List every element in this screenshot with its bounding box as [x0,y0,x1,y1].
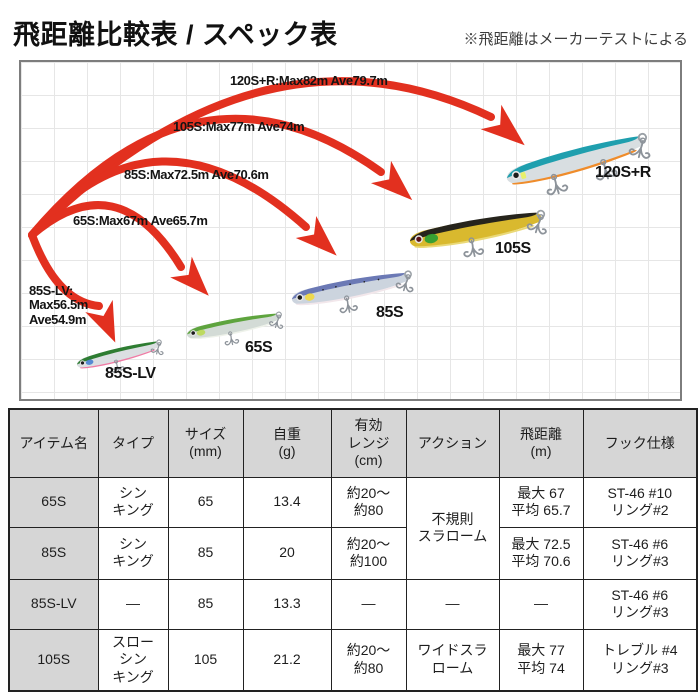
cell-range: ― [330,578,407,630]
lure-name-105s: 105S [495,240,531,257]
cell-weight: 13.4 [242,476,332,528]
arrowhead-85s-lv [85,299,116,343]
lure-name-85s-lv: 85S-LV [105,365,156,382]
cell-range: 約20〜 約100 [330,526,407,580]
cell-name: 85S [8,526,99,580]
arrowhead-85s [295,216,337,256]
cell-size: 105 [167,628,244,692]
cell-action: ワイドスラ ローム [405,628,500,692]
cell-type: シン キング [97,476,169,528]
cell-hook: ST-46 #6 リング#3 [582,526,698,580]
col-header-hook: フック仕様 [582,408,698,478]
lure-85s [291,270,418,315]
lure-name-85s: 85S [376,304,404,321]
arrowhead-105s [370,160,413,201]
arrowhead-120s-r [480,104,525,146]
cell-type: ― [97,578,169,630]
arrow-label-85s: 85S:Max72.5m Ave70.6m [124,167,269,182]
col-header-size: サイズ (mm) [167,408,244,478]
cell-distance: 最大 67 平均 65.7 [498,476,584,528]
cell-distance: 最大 77 平均 74 [498,628,584,692]
table-row-85s-lv: 85S-LV ― 85 13.3 ― ― ― ST-46 #6 リング#3 [8,578,698,630]
cell-type: シン キング [97,526,169,580]
cast-arrow-85s-lv [28,231,103,310]
cell-action: ― [405,578,500,630]
cell-hook: ST-46 #10 リング#2 [582,476,698,528]
cell-weight: 21.2 [242,628,332,692]
lure-85s-lv [76,339,167,374]
lure-name-120s-r: 120S+R [595,164,651,181]
arrow-label-65s: 65S:Max67m Ave65.7m [73,213,208,228]
cell-size: 85 [167,526,244,580]
cell-distance: 最大 72.5 平均 70.6 [498,526,584,580]
col-header-item: アイテム名 [8,408,99,478]
cell-hook: トレブル #4 リング#3 [582,628,698,692]
arrowhead-65s [170,256,209,296]
disclaimer-note: ※飛距離はメーカーテストによる [463,31,688,48]
spec-table-header-row: アイテム名 タイプ サイズ (mm) 自重 (g) 有効 レンジ (cm) アク… [8,408,698,478]
spec-table: アイテム名 タイプ サイズ (mm) 自重 (g) 有効 レンジ (cm) アク… [8,408,698,692]
lure-120s-r [506,132,655,197]
col-header-action: アクション [405,408,500,478]
cast-arrow-65s [28,201,185,271]
table-row-105s: 105S スロー シン キング 105 21.2 約20〜 約80 ワイドスラ … [8,628,698,692]
arrow-label-120s-r: 120S+R:Max82m Ave79.7m [230,73,388,88]
page-title: 飛距離比較表 / スペック表 [13,20,338,50]
cell-weight: 20 [242,526,332,580]
col-header-weight: 自重 (g) [242,408,332,478]
cell-size: 65 [167,476,244,528]
cast-arrows [28,77,525,343]
lure-65s [186,311,287,347]
col-header-distance: 飛距離 (m) [498,408,584,478]
cell-range: 約20〜 約80 [330,628,407,692]
lure-name-65s: 65S [245,339,273,356]
cell-type: スロー シン キング [97,628,169,692]
lure-105s [409,209,552,259]
cell-distance: ― [498,578,584,630]
arrow-label-105s: 105S:Max77m Ave74m [173,119,305,134]
cell-range: 約20〜 約80 [330,476,407,528]
table-row-85s: 85S シン キング 85 20 約20〜 約100 最大 72.5 平均 70… [8,526,698,580]
cell-hook: ST-46 #6 リング#3 [582,578,698,630]
cast-arrow-120s-r [28,77,495,239]
cell-action-merged: 不規則 スラローム [405,476,500,580]
col-header-type: タイプ [97,408,169,478]
cell-size: 85 [167,578,244,630]
cell-name: 65S [8,476,99,528]
cell-weight: 13.3 [242,578,332,630]
cast-arrow-85s [28,157,310,239]
cast-distance-diagram: 120S+R:Max82m Ave79.7m 105S:Max77m Ave74… [19,60,682,401]
diagram-canvas [28,77,655,374]
arrow-label-85s-lv: 85S-LV: Max56.5m Ave54.9m [29,283,88,327]
table-row-65s: 65S シン キング 65 13.4 約20〜 約80 不規則 スラローム 最大… [8,476,698,580]
cell-name: 105S [8,628,99,692]
col-header-range: 有効 レンジ (cm) [330,408,407,478]
cell-name: 85S-LV [8,578,99,630]
